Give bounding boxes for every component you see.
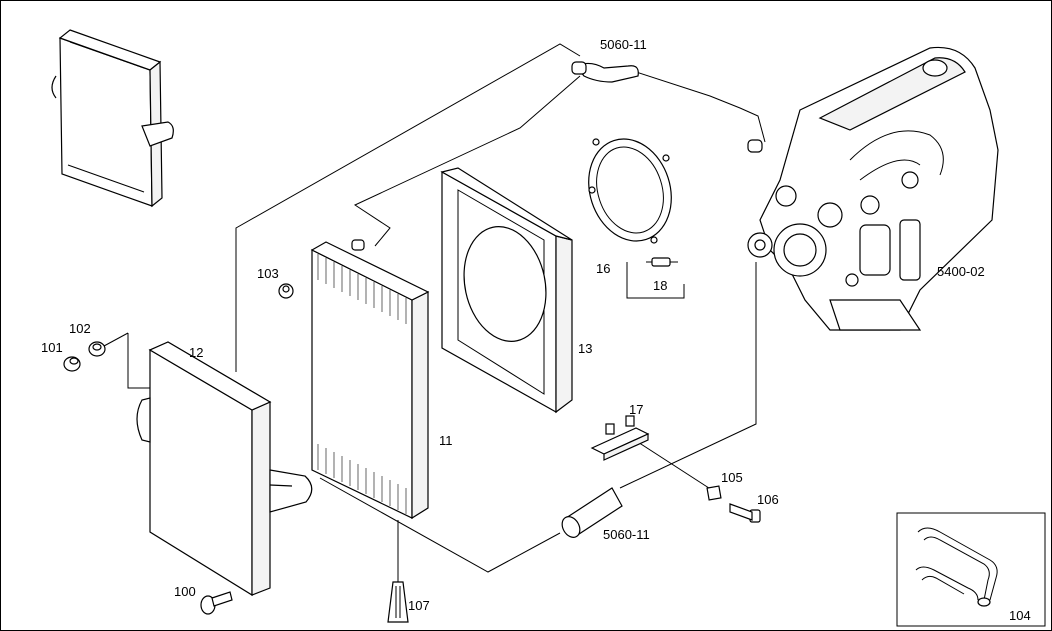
bracket (590, 415, 650, 461)
part-labels: 5060-11 5060-11 5400-02 11 12 13 16 17 1… (41, 37, 1031, 623)
label-13: 13 (578, 341, 592, 356)
nut-105 (706, 485, 722, 501)
inset-104 (896, 512, 1046, 627)
intercooler (136, 341, 313, 597)
lower-hose (561, 487, 623, 538)
label-103: 103 (257, 266, 279, 281)
radiator-bottom-fins (317, 444, 407, 514)
label-102: 102 (69, 321, 91, 336)
label-5060-11-top: 5060-11 (600, 37, 647, 52)
drain-valve-107 (387, 581, 409, 623)
label-11: 11 (439, 433, 453, 448)
bolt-100 (200, 591, 233, 615)
bolt-106 (729, 503, 761, 523)
label-5400-02: 5400-02 (937, 264, 985, 279)
label-107: 107 (408, 598, 430, 613)
label-12: 12 (189, 345, 203, 360)
sensor (646, 257, 678, 267)
radiator (310, 239, 430, 520)
engine (747, 46, 999, 331)
fan-shroud (440, 167, 573, 414)
radiator-preview (51, 29, 174, 208)
cap-103 (278, 283, 294, 299)
label-5060-11-bottom: 5060-11 (603, 527, 650, 542)
label-17: 17 (629, 402, 643, 417)
label-100: 100 (174, 584, 196, 599)
label-16: 16 (596, 261, 610, 276)
label-104: 104 (1009, 608, 1031, 623)
cap-102 (88, 341, 106, 357)
label-106: 106 (757, 492, 779, 507)
radiator-top-fins (317, 254, 407, 324)
label-105: 105 (721, 470, 743, 485)
connector-lines (103, 43, 766, 588)
fan-ring (588, 138, 672, 244)
label-101: 101 (41, 340, 63, 355)
cap-101 (63, 356, 81, 372)
upper-hose (571, 61, 763, 153)
label-18: 18 (653, 278, 667, 293)
